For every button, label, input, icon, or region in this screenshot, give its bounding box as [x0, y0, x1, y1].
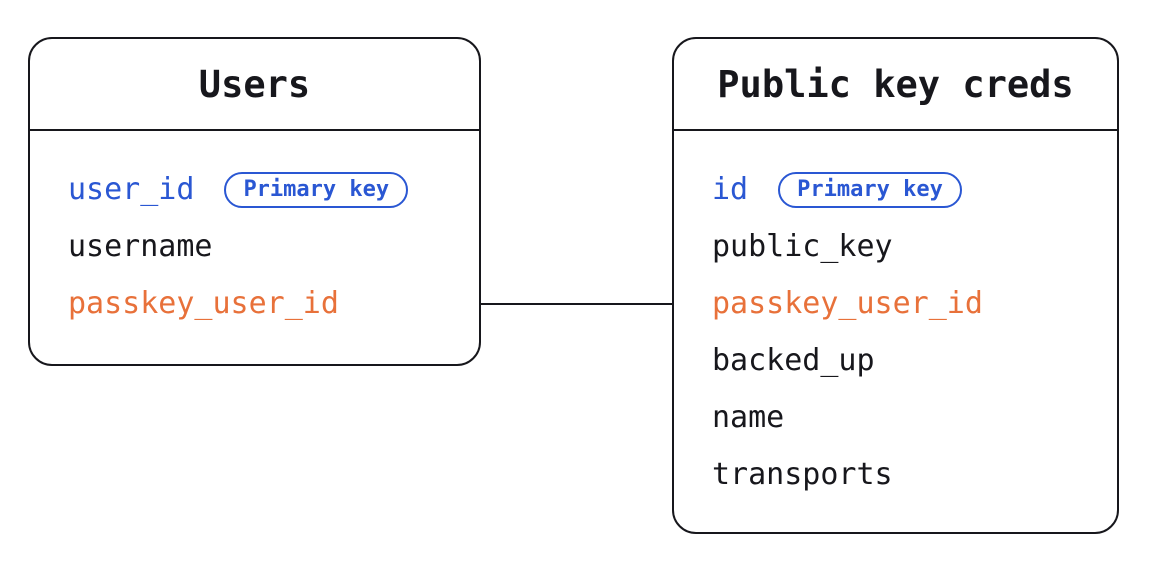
- field-row: public_key: [712, 218, 1117, 275]
- field-name: id: [712, 172, 749, 207]
- field-name: name: [712, 400, 785, 435]
- field-row: passkey_user_id: [68, 275, 479, 332]
- primary-key-badge: Primary key: [778, 171, 962, 208]
- field-name: backed_up: [712, 343, 875, 378]
- field-name: username: [68, 229, 213, 264]
- table-users-fields: user_id Primary key username passkey_user_i…: [30, 131, 479, 332]
- field-row: name: [712, 389, 1117, 446]
- field-row: transports: [712, 446, 1117, 503]
- field-name: passkey_user_id: [712, 286, 983, 321]
- table-public-key-creds: Public key creds id Primary key public_key…: [672, 37, 1119, 534]
- field-name: user_id: [68, 172, 195, 207]
- field-name: passkey_user_id: [68, 286, 339, 321]
- field-row: user_id Primary key: [68, 161, 479, 218]
- field-name: transports: [712, 457, 893, 492]
- table-users: Users user_id Primary key username passkey_…: [28, 37, 481, 366]
- table-public-key-creds-header: Public key creds: [674, 39, 1117, 131]
- relationship-line: [481, 303, 672, 305]
- field-name: public_key: [712, 229, 893, 264]
- field-row: passkey_user_id: [712, 275, 1117, 332]
- primary-key-badge: Primary key: [224, 171, 409, 208]
- field-row: username: [68, 218, 479, 275]
- table-public-key-creds-title: Public key creds: [717, 62, 1074, 106]
- table-users-header: Users: [30, 39, 479, 131]
- field-row: backed_up: [712, 332, 1117, 389]
- table-users-title: Users: [198, 62, 311, 106]
- field-row: id Primary key: [712, 161, 1117, 218]
